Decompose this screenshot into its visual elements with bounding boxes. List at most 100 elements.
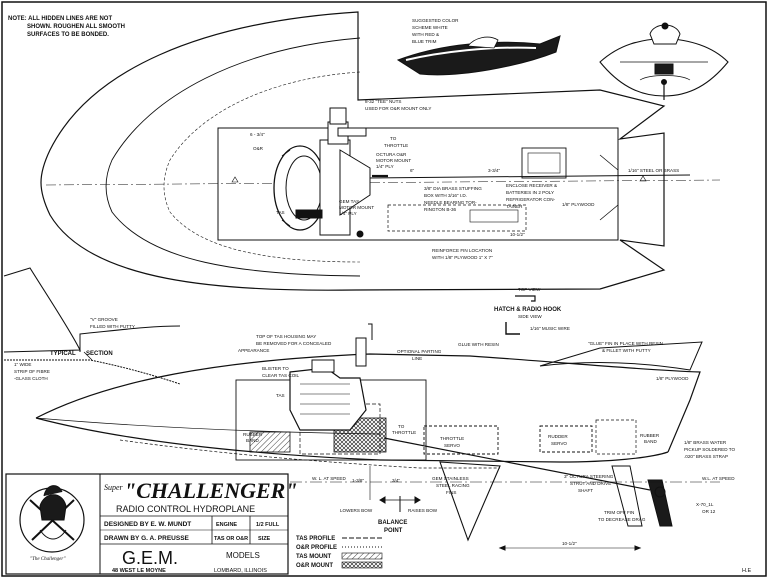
legend-swatch-2 bbox=[341, 552, 383, 560]
section-title-2: SECTION bbox=[86, 351, 113, 357]
profile-bottom-line bbox=[35, 417, 669, 463]
plan-centerline bbox=[45, 179, 721, 186]
octura-mount-3: 1/4" PLY bbox=[376, 164, 394, 169]
logo-text: "The Challenger" bbox=[30, 557, 66, 562]
water-pickup-3: .020" BRASS STRAP bbox=[684, 454, 728, 459]
or-label: O&R bbox=[253, 146, 264, 151]
hatch-top-view: TOP VIEW bbox=[518, 287, 541, 292]
stuffing-box-4: RINGTON B-36 bbox=[424, 207, 457, 212]
scale-value: 1/2 FULL bbox=[256, 522, 280, 528]
octura-mount-2: MOTOR MOUNT bbox=[376, 158, 411, 163]
title-name: "CHALLENGER" bbox=[124, 478, 298, 503]
dim-3-4: 3/4" bbox=[392, 478, 400, 483]
drive-shaft bbox=[367, 174, 691, 179]
optional-parting-1: OPTIONAL PARTING bbox=[397, 349, 442, 354]
section-outline bbox=[3, 267, 81, 353]
racing-fin bbox=[439, 461, 501, 542]
plan-labels: 8-32 "TEE" NUTS USED FOR O&R MOUNT ONLY … bbox=[250, 99, 679, 260]
fins-label-2: STEEL RACING bbox=[436, 483, 470, 488]
note-line-3: SURFACES TO BE BONDED. bbox=[27, 32, 109, 38]
to-throttle-2: THROTTLE bbox=[384, 143, 408, 148]
profile-engine bbox=[289, 367, 367, 431]
plan-view bbox=[40, 11, 721, 291]
hatch-radio-hook: TOP VIEW HATCH & RADIO HOOK SIDE VIEW 1/… bbox=[494, 287, 570, 335]
glue-resin-label: GLUE WITH RESIN bbox=[458, 342, 499, 347]
fins-label-1: GEM STAINLESS bbox=[432, 476, 469, 481]
balance-point-1: BALANCE bbox=[378, 520, 407, 526]
profile-deck-line bbox=[35, 353, 701, 453]
throttle-link-1: TO bbox=[398, 424, 405, 429]
rudder-servo bbox=[539, 425, 593, 453]
side-profile bbox=[35, 323, 720, 551]
water-pickup-1: 1/8" BRASS WATER bbox=[684, 440, 727, 445]
company-models: MODELS bbox=[226, 551, 260, 560]
tee-nuts-label-2: USED FOR O&R MOUNT ONLY bbox=[365, 106, 431, 111]
stuffing-box-3: NEEDLE BEARING TOR- bbox=[424, 200, 477, 205]
dim-10-1-2: 10-1/2" bbox=[562, 541, 577, 546]
color-scheme-3: WITH RED & bbox=[412, 32, 439, 37]
gem-tas-mount-3: 1/4" PLY bbox=[339, 211, 357, 216]
plan-chine-line-inner bbox=[163, 71, 361, 263]
tee-nuts-label-1: 8-32 "TEE" NUTS bbox=[365, 99, 401, 104]
enclose-label-1: ENCLOSE RECEIVER & bbox=[506, 183, 557, 188]
raises-bow: RAISES BOW bbox=[408, 508, 438, 513]
vgroove-label-1: "V" GROOVE bbox=[90, 317, 118, 322]
title-super: Super bbox=[104, 483, 124, 492]
receiver-container bbox=[521, 147, 567, 179]
dim-1-3-8: 1-3/8" bbox=[352, 478, 364, 483]
note-line-1: NOTE: ALL HIDDEN LINES ARE NOT bbox=[8, 16, 112, 22]
color-scheme-sketch: SUGGESTED COLOR SCHEME WHITE WITH RED & … bbox=[396, 18, 561, 76]
steel-brass-label: 1/16" STEEL OR BRASS bbox=[628, 168, 679, 173]
company-address: 48 WEST LE MOYNE bbox=[112, 568, 166, 574]
company-name: G.E.M. bbox=[122, 548, 178, 568]
hatch-side-view: SIDE VIEW bbox=[518, 314, 542, 319]
wl-right: W.L. AT SPEED bbox=[702, 476, 735, 481]
typical-section: "V" GROOVE FILLED WITH PUTTY TYPICAL SEC… bbox=[3, 267, 181, 385]
wl-left: W. L. AT SPEED bbox=[312, 476, 346, 481]
profile-labels: TOP OF TAS HOUSING MAY BE REMOVED FOR A … bbox=[238, 334, 735, 546]
rubber-band-3: RUBBER bbox=[640, 433, 660, 438]
fibre-label-1: 1" WIDE bbox=[14, 362, 31, 367]
vgroove-label-2: FILLED WITH PUTTY bbox=[90, 324, 135, 329]
throttle-link-2: THROTTLE bbox=[392, 430, 416, 435]
tas-plan-label: TAS bbox=[276, 210, 285, 215]
dim-6-inch: 6" bbox=[410, 168, 415, 173]
dim-10-1-2-plan: 10-1/2" bbox=[510, 232, 525, 237]
reinforce-label-2: WITH 1/8" PLYWOOD 1" X 7" bbox=[432, 255, 493, 260]
legend-label-1: O&R PROFILE bbox=[296, 545, 337, 551]
balance-point-2: POINT bbox=[384, 528, 403, 534]
throttle-servo-1: THROTTLE bbox=[440, 436, 464, 441]
engine-label: ENGINE bbox=[216, 522, 237, 528]
dim-6-3-4: 6 - 3/4" bbox=[250, 132, 265, 137]
rubber-band-2: BAND bbox=[246, 438, 259, 443]
color-scheme-2: SCHEME WHITE bbox=[412, 25, 448, 30]
optional-parting-2: LINE bbox=[412, 356, 422, 361]
legend-swatch-3 bbox=[341, 561, 383, 569]
title-subtitle: RADIO CONTROL HYDROPLANE bbox=[116, 504, 255, 514]
legend-label-3: O&R MOUNT bbox=[296, 563, 333, 569]
music-wire-label: 1/16" MUSIC WIRE bbox=[530, 326, 570, 331]
stuffing-box-2: BOX WITH 3/16" I.D. bbox=[424, 193, 467, 198]
water-pickup-2: PICKUP SOLDERED TO bbox=[684, 447, 735, 452]
profile-drive-shaft bbox=[383, 437, 651, 491]
hatch-title: HATCH & RADIO HOOK bbox=[494, 307, 562, 313]
plan-chine-line bbox=[105, 37, 361, 277]
blister-1: BLISTER TO bbox=[262, 366, 289, 371]
octura-mount-1: OCTURA O&R bbox=[376, 152, 407, 157]
glue-fin-1: "GLUE" FIN IN PLACE WITH RESIN bbox=[588, 341, 663, 346]
color-scheme-1: SUGGESTED COLOR bbox=[412, 18, 459, 23]
rudder-servo-1: RUDDER bbox=[548, 434, 568, 439]
enclose-label-4: TAINER bbox=[506, 204, 523, 209]
drafter-initials: H.E bbox=[742, 568, 752, 574]
prop-label-2: OR 12 bbox=[702, 509, 716, 514]
title-block: "The Challenger" Super "CHALLENGER" RADI… bbox=[5, 473, 752, 575]
throttle-servo bbox=[423, 425, 499, 455]
to-throttle-1: TO bbox=[390, 136, 397, 141]
enclose-label-3: REFRIGERATOR CON- bbox=[506, 197, 556, 202]
note-line-2: SHOWN. ROUGHEN ALL SMOOTH bbox=[27, 24, 125, 30]
strut-label-2: STRUT AND DRIVE bbox=[570, 481, 611, 486]
section-title-1: TYPICAL bbox=[50, 351, 76, 357]
